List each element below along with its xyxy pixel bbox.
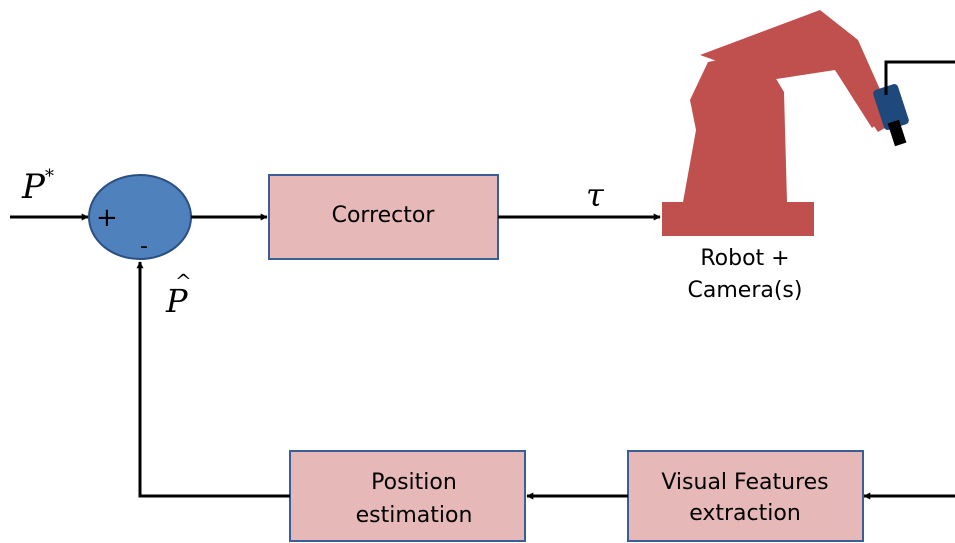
reference-signal-superscript: *	[45, 166, 54, 187]
feedback-arrow	[136, 261, 290, 498]
estimate-signal-label: P ^	[165, 269, 192, 320]
robot-label-line2: Camera(s)	[688, 278, 803, 303]
position-estimation-label-line1: Position	[371, 470, 457, 495]
estimate-signal-symbol: P	[165, 282, 188, 320]
robot-label-line1: Robot +	[700, 246, 789, 271]
position-estimation-block	[289, 450, 526, 542]
corrector-label: Corrector	[332, 203, 436, 228]
robot-base	[662, 202, 814, 236]
reference-signal-symbol: P	[21, 167, 46, 207]
robot-arm-illustration	[662, 10, 890, 236]
camera-body	[873, 84, 909, 130]
visual-features-block	[627, 450, 864, 542]
corrector-block	[268, 174, 499, 260]
reference-signal-label: P *	[21, 166, 54, 207]
visual-features-label-line2: extraction	[689, 501, 801, 526]
visual-features-label-line1: Visual Features	[661, 470, 828, 495]
robot-tower	[683, 52, 787, 202]
position-estimation-label-line2: estimation	[356, 503, 473, 528]
camera-output-line	[884, 60, 955, 95]
camera-lens	[887, 119, 907, 147]
summing-plus-sign: +	[96, 203, 118, 233]
robot-forearm	[780, 10, 890, 128]
camera-illustration	[873, 84, 909, 147]
estimate-signal-accent: ^	[175, 269, 192, 293]
summing-minus-sign: -	[140, 234, 148, 259]
control-signal-symbol: τ	[586, 176, 605, 214]
